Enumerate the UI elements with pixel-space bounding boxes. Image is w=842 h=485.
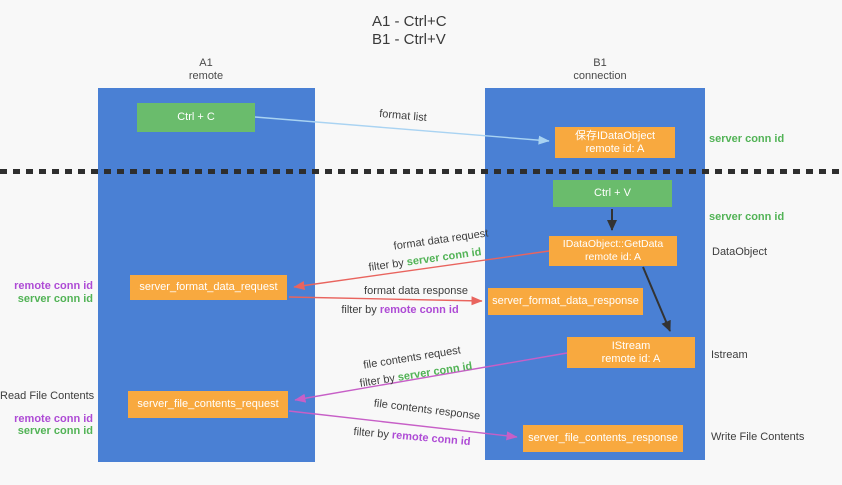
- left-remote-conn-id-top: remote conn id: [14, 280, 93, 292]
- istream-box: IStream remote id: A: [567, 337, 695, 368]
- left-server-conn-id-bottom: server conn id: [17, 425, 93, 437]
- filter-by-remote-conn-id-label-2: filter by remote conn id: [353, 426, 471, 448]
- lane-a-header: A1 remote: [146, 57, 266, 83]
- save-idataobject-line1: 保存IDataObject: [574, 129, 656, 142]
- lane-b-header: B1 connection: [540, 57, 660, 83]
- lane-b-name: B1: [593, 57, 607, 69]
- diagram-title: A1 - Ctrl+C B1 - Ctrl+V: [372, 13, 447, 49]
- title-line-2: B1 - Ctrl+V: [372, 31, 446, 48]
- session-divider-dotted-line: [0, 169, 842, 174]
- server-file-contents-response-box: server_file_contents_response: [523, 425, 683, 452]
- right-server-conn-id-top: server conn id: [709, 133, 785, 145]
- getdata-line2: remote id: A: [584, 251, 642, 263]
- remote-conn-id-text: remote conn id: [379, 304, 459, 316]
- dataobject-label: DataObject: [712, 246, 768, 258]
- remote-conn-id-text: remote conn id: [391, 429, 471, 449]
- filter-by-text: filter by: [367, 257, 405, 274]
- istream-side-label: Istream: [711, 349, 748, 361]
- left-remote-conn-id-bottom: remote conn id: [14, 413, 93, 425]
- ctrl-c-label: Ctrl + C: [177, 111, 215, 123]
- istream-line2: remote id: A: [601, 352, 661, 365]
- left-server-conn-id-top: server conn id: [17, 293, 93, 305]
- server-file-contents-request-box: server_file_contents_request: [128, 391, 288, 418]
- filter-by-text: filter by: [341, 304, 377, 316]
- format-list-label: format list: [378, 107, 428, 125]
- filter-by-server-conn-id-label-1: filter by server conn id: [368, 246, 482, 274]
- save-idataobject-box: 保存IDataObject remote id: A: [555, 127, 675, 158]
- idataobject-getdata-box: IDataObject::GetData remote id: A: [549, 236, 677, 266]
- server-format-data-request-box: server_format_data_request: [130, 275, 287, 300]
- title-line-1: A1 - Ctrl+C: [372, 13, 447, 30]
- filter-by-text: filter by: [353, 425, 390, 441]
- ctrl-v-box: Ctrl + V: [553, 180, 672, 207]
- file-request-label: server_file_contents_request: [137, 398, 279, 410]
- getdata-line1: IDataObject::GetData: [562, 238, 664, 250]
- ctrl-c-box: Ctrl + C: [137, 103, 255, 132]
- lane-a-role: remote: [188, 70, 224, 82]
- file-response-label: server_file_contents_response: [528, 432, 678, 444]
- file-contents-response-label: file contents response: [373, 397, 481, 423]
- ctrl-v-label: Ctrl + V: [594, 187, 631, 199]
- lane-a-name: A1: [199, 57, 213, 69]
- filter-by-text: filter by: [358, 372, 396, 390]
- server-format-data-response-box: server_format_data_response: [488, 288, 643, 315]
- lane-b-role: connection: [573, 70, 627, 82]
- filter-by-remote-conn-id-label-1: filter by remote conn id: [341, 304, 458, 316]
- write-file-contents-label: Write File Contents: [711, 431, 805, 443]
- arrow-format-data-response: [288, 296, 483, 306]
- save-idataobject-line2: remote id: A: [585, 142, 645, 155]
- format-request-label: server_format_data_request: [139, 281, 278, 293]
- server-conn-id-text: server conn id: [406, 246, 483, 269]
- format-response-label: server_format_data_response: [492, 295, 639, 307]
- istream-line1: IStream: [611, 339, 651, 352]
- right-server-conn-id-mid: server conn id: [709, 211, 785, 223]
- read-file-contents-label: Read File Contents: [0, 390, 95, 402]
- format-data-response-label: format data response: [364, 285, 468, 297]
